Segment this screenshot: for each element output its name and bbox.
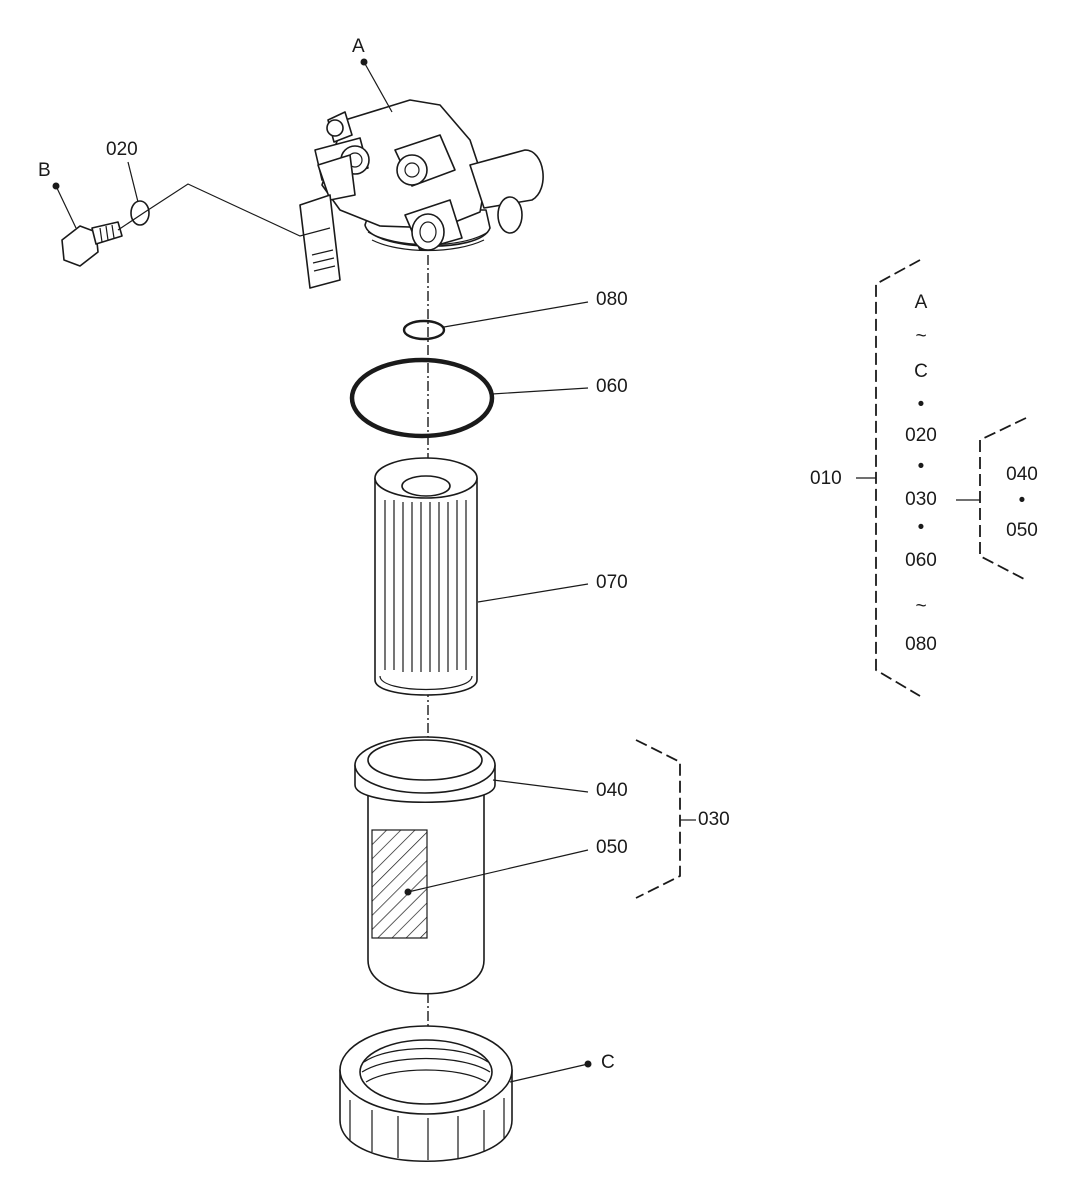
callout-060: 060 bbox=[596, 376, 628, 397]
o-ring-080 bbox=[402, 319, 446, 341]
leader-b bbox=[55, 185, 77, 229]
washer-020 bbox=[130, 200, 150, 226]
callout-070: 070 bbox=[596, 572, 628, 593]
callout-040: 040 bbox=[596, 780, 628, 801]
bracket-030-label: 030 bbox=[698, 809, 730, 830]
asm-010-item-0: A bbox=[915, 292, 928, 313]
callout-080: 080 bbox=[596, 289, 628, 310]
bracket-030-list bbox=[979, 417, 1027, 581]
filter-element-070 bbox=[374, 457, 478, 696]
bowl-label-050 bbox=[371, 829, 428, 939]
leader-c-dot bbox=[584, 1060, 592, 1068]
asm-010-item-1: ~ bbox=[915, 326, 926, 347]
callout-a: A bbox=[352, 36, 365, 57]
asm-010-item-2: C bbox=[914, 361, 928, 382]
leader-c bbox=[509, 1063, 589, 1083]
leader-040 bbox=[492, 779, 589, 793]
asm-010-item-7: • bbox=[918, 517, 925, 538]
leader-a bbox=[363, 61, 393, 113]
leader-070 bbox=[477, 583, 589, 603]
asm-030-item-0: 040 bbox=[1006, 464, 1038, 485]
asm-010-item-9: ~ bbox=[915, 596, 926, 617]
leader-060 bbox=[491, 387, 589, 395]
asm-010-item-5: • bbox=[918, 456, 925, 477]
asm-030-item-1: • bbox=[1019, 490, 1026, 511]
assembly-010-label: 010 bbox=[810, 468, 842, 489]
callout-b: B bbox=[38, 160, 51, 181]
asm-030-item-2: 050 bbox=[1006, 520, 1038, 541]
leader-b-dot bbox=[52, 182, 60, 190]
asm-010-item-6: 030 bbox=[905, 489, 937, 510]
bracket-030 bbox=[635, 739, 681, 899]
ring-nut-part-c bbox=[339, 1025, 513, 1162]
asm-010-item-8: 060 bbox=[905, 550, 937, 571]
filter-head-part-a bbox=[299, 99, 544, 289]
leader-050-dot bbox=[404, 888, 412, 896]
leader-080 bbox=[443, 301, 589, 328]
seal-ring-060 bbox=[349, 357, 495, 439]
callout-c: C bbox=[601, 1052, 615, 1073]
asm-010-item-3: • bbox=[918, 394, 925, 415]
leader-050 bbox=[407, 849, 589, 893]
bolt-part-b bbox=[61, 221, 123, 267]
asm-010-item-4: 020 bbox=[905, 425, 937, 446]
bolt-insertion-path bbox=[117, 183, 331, 237]
callout-020: 020 bbox=[106, 139, 138, 160]
asm-010-item-10: 080 bbox=[905, 634, 937, 655]
leader-020 bbox=[127, 161, 139, 203]
callout-050: 050 bbox=[596, 837, 628, 858]
leader-a-dot bbox=[360, 58, 368, 66]
bracket-010 bbox=[875, 259, 921, 697]
